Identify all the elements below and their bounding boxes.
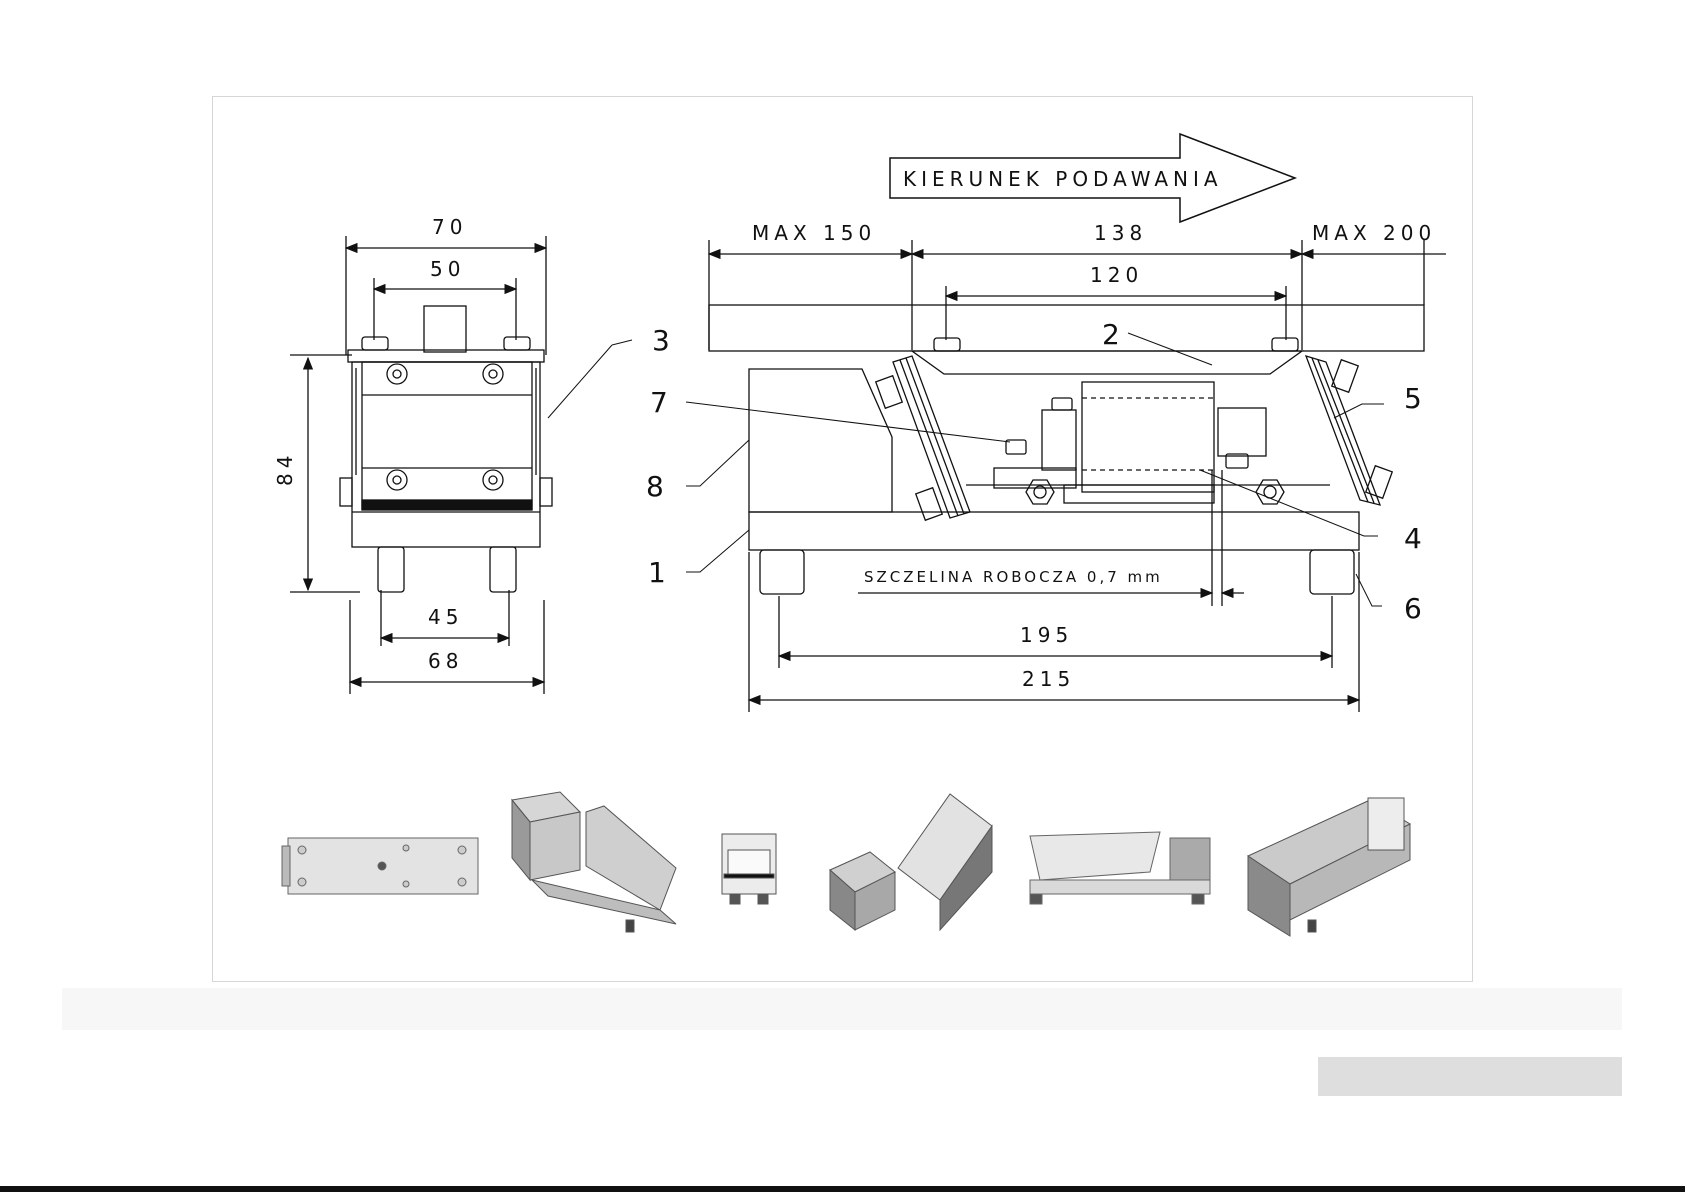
working-gap-label: SZCZELINA ROBOCZA 0,7 mm xyxy=(864,568,1163,586)
callout-1: 1 xyxy=(648,556,666,589)
dim-base-width: 68 xyxy=(428,649,463,673)
dim-length: 215 xyxy=(1022,667,1075,691)
callout-8: 8 xyxy=(646,470,664,503)
dim-width-inner: 50 xyxy=(430,257,465,281)
dim-width-top: 70 xyxy=(432,215,467,239)
callout-2: 2 xyxy=(1102,318,1120,351)
thumbnail-front-view-small xyxy=(722,834,776,904)
callout-5: 5 xyxy=(1404,382,1422,415)
callout-4: 4 xyxy=(1404,522,1422,555)
dim-inner: 120 xyxy=(1090,263,1143,287)
thumbnail-iso-view-1 xyxy=(512,792,676,932)
callout-7: 7 xyxy=(650,386,668,419)
feed-direction-label: KIERUNEK PODAWANIA xyxy=(903,167,1223,191)
feed-direction-arrow: KIERUNEK PODAWANIA xyxy=(890,134,1295,222)
dim-max-left: MAX 150 xyxy=(752,221,876,245)
dim-max-right: MAX 200 xyxy=(1312,221,1436,245)
thumbnail-side-view-small xyxy=(1030,832,1210,904)
thumbnail-iso-view-2 xyxy=(830,794,992,930)
dim-feet-spacing-side: 195 xyxy=(1020,623,1073,647)
bottom-bar xyxy=(0,1186,1685,1192)
callout-3: 3 xyxy=(652,324,670,357)
dim-feet-spacing-front: 45 xyxy=(428,605,463,629)
thumbnail-iso-view-3 xyxy=(1248,798,1410,936)
thumbnail-bottom-view xyxy=(282,838,478,894)
dim-height: 84 xyxy=(273,451,297,486)
dim-center: 138 xyxy=(1094,221,1147,245)
caption-strip xyxy=(62,988,1622,1030)
callout-6: 6 xyxy=(1404,592,1422,625)
action-button[interactable] xyxy=(1318,1057,1622,1096)
